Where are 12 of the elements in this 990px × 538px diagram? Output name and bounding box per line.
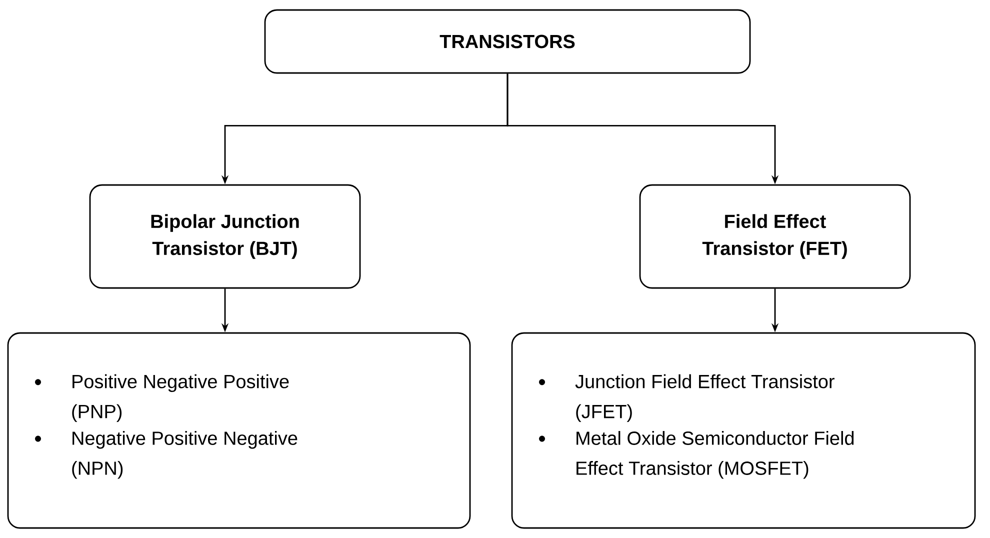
box-label: Bipolar Junction Transistor (BJT) bbox=[151, 214, 299, 259]
category-box bbox=[639, 184, 911, 289]
category-box bbox=[264, 9, 751, 74]
category-box bbox=[89, 184, 361, 289]
list-item: Negative Positive Negative (NPN) bbox=[72, 431, 298, 479]
list-item: Junction Field Effect Transistor (JFET) bbox=[575, 374, 834, 422]
list-box bbox=[7, 332, 471, 529]
box-label: Field Effect Transistor (FET) bbox=[702, 214, 847, 259]
list-box bbox=[511, 332, 976, 529]
list-item: Metal Oxide Semiconductor Field Effect Transistor (MOSFET) bbox=[576, 431, 854, 479]
box-label: TRANSISTORS bbox=[440, 34, 575, 48]
list-item: Positive Negative Positive (PNP) bbox=[72, 374, 289, 422]
